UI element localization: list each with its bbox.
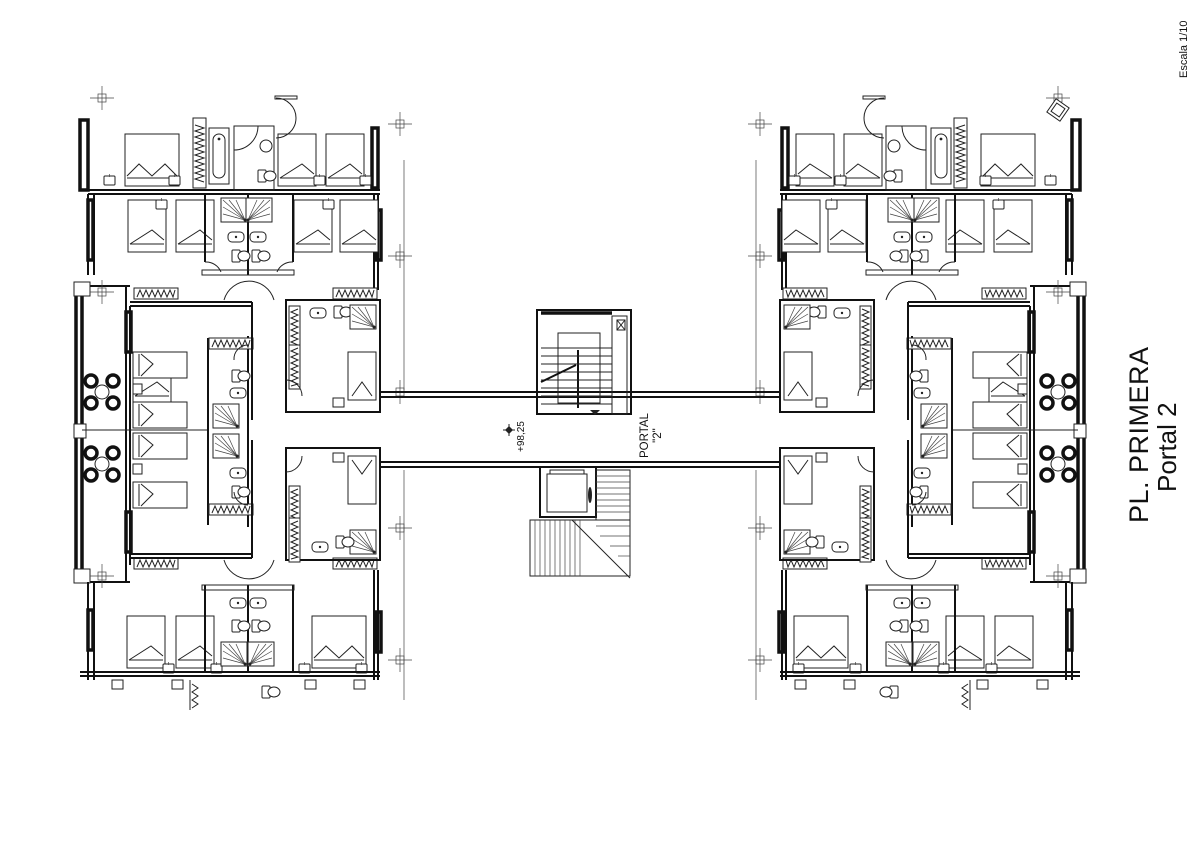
left-wing	[74, 86, 412, 710]
level-marker-icon	[503, 424, 515, 436]
central-corridor	[380, 391, 780, 468]
lower-stair	[529, 469, 631, 579]
portal-label-line2: "2"	[652, 428, 664, 443]
scale-label: Escala 1/10	[1178, 20, 1190, 78]
plan-title: PL. PRIMERA	[1124, 346, 1154, 523]
elevator	[539, 466, 597, 518]
portal-label-line1: PORTAL	[639, 413, 651, 458]
plan-subtitle: Portal 2	[1152, 402, 1182, 492]
staircase	[536, 309, 632, 415]
right-wing	[748, 86, 1086, 710]
level-mark-label: +98,25	[516, 421, 527, 452]
portal-label: PORTAL "2"	[639, 413, 665, 458]
